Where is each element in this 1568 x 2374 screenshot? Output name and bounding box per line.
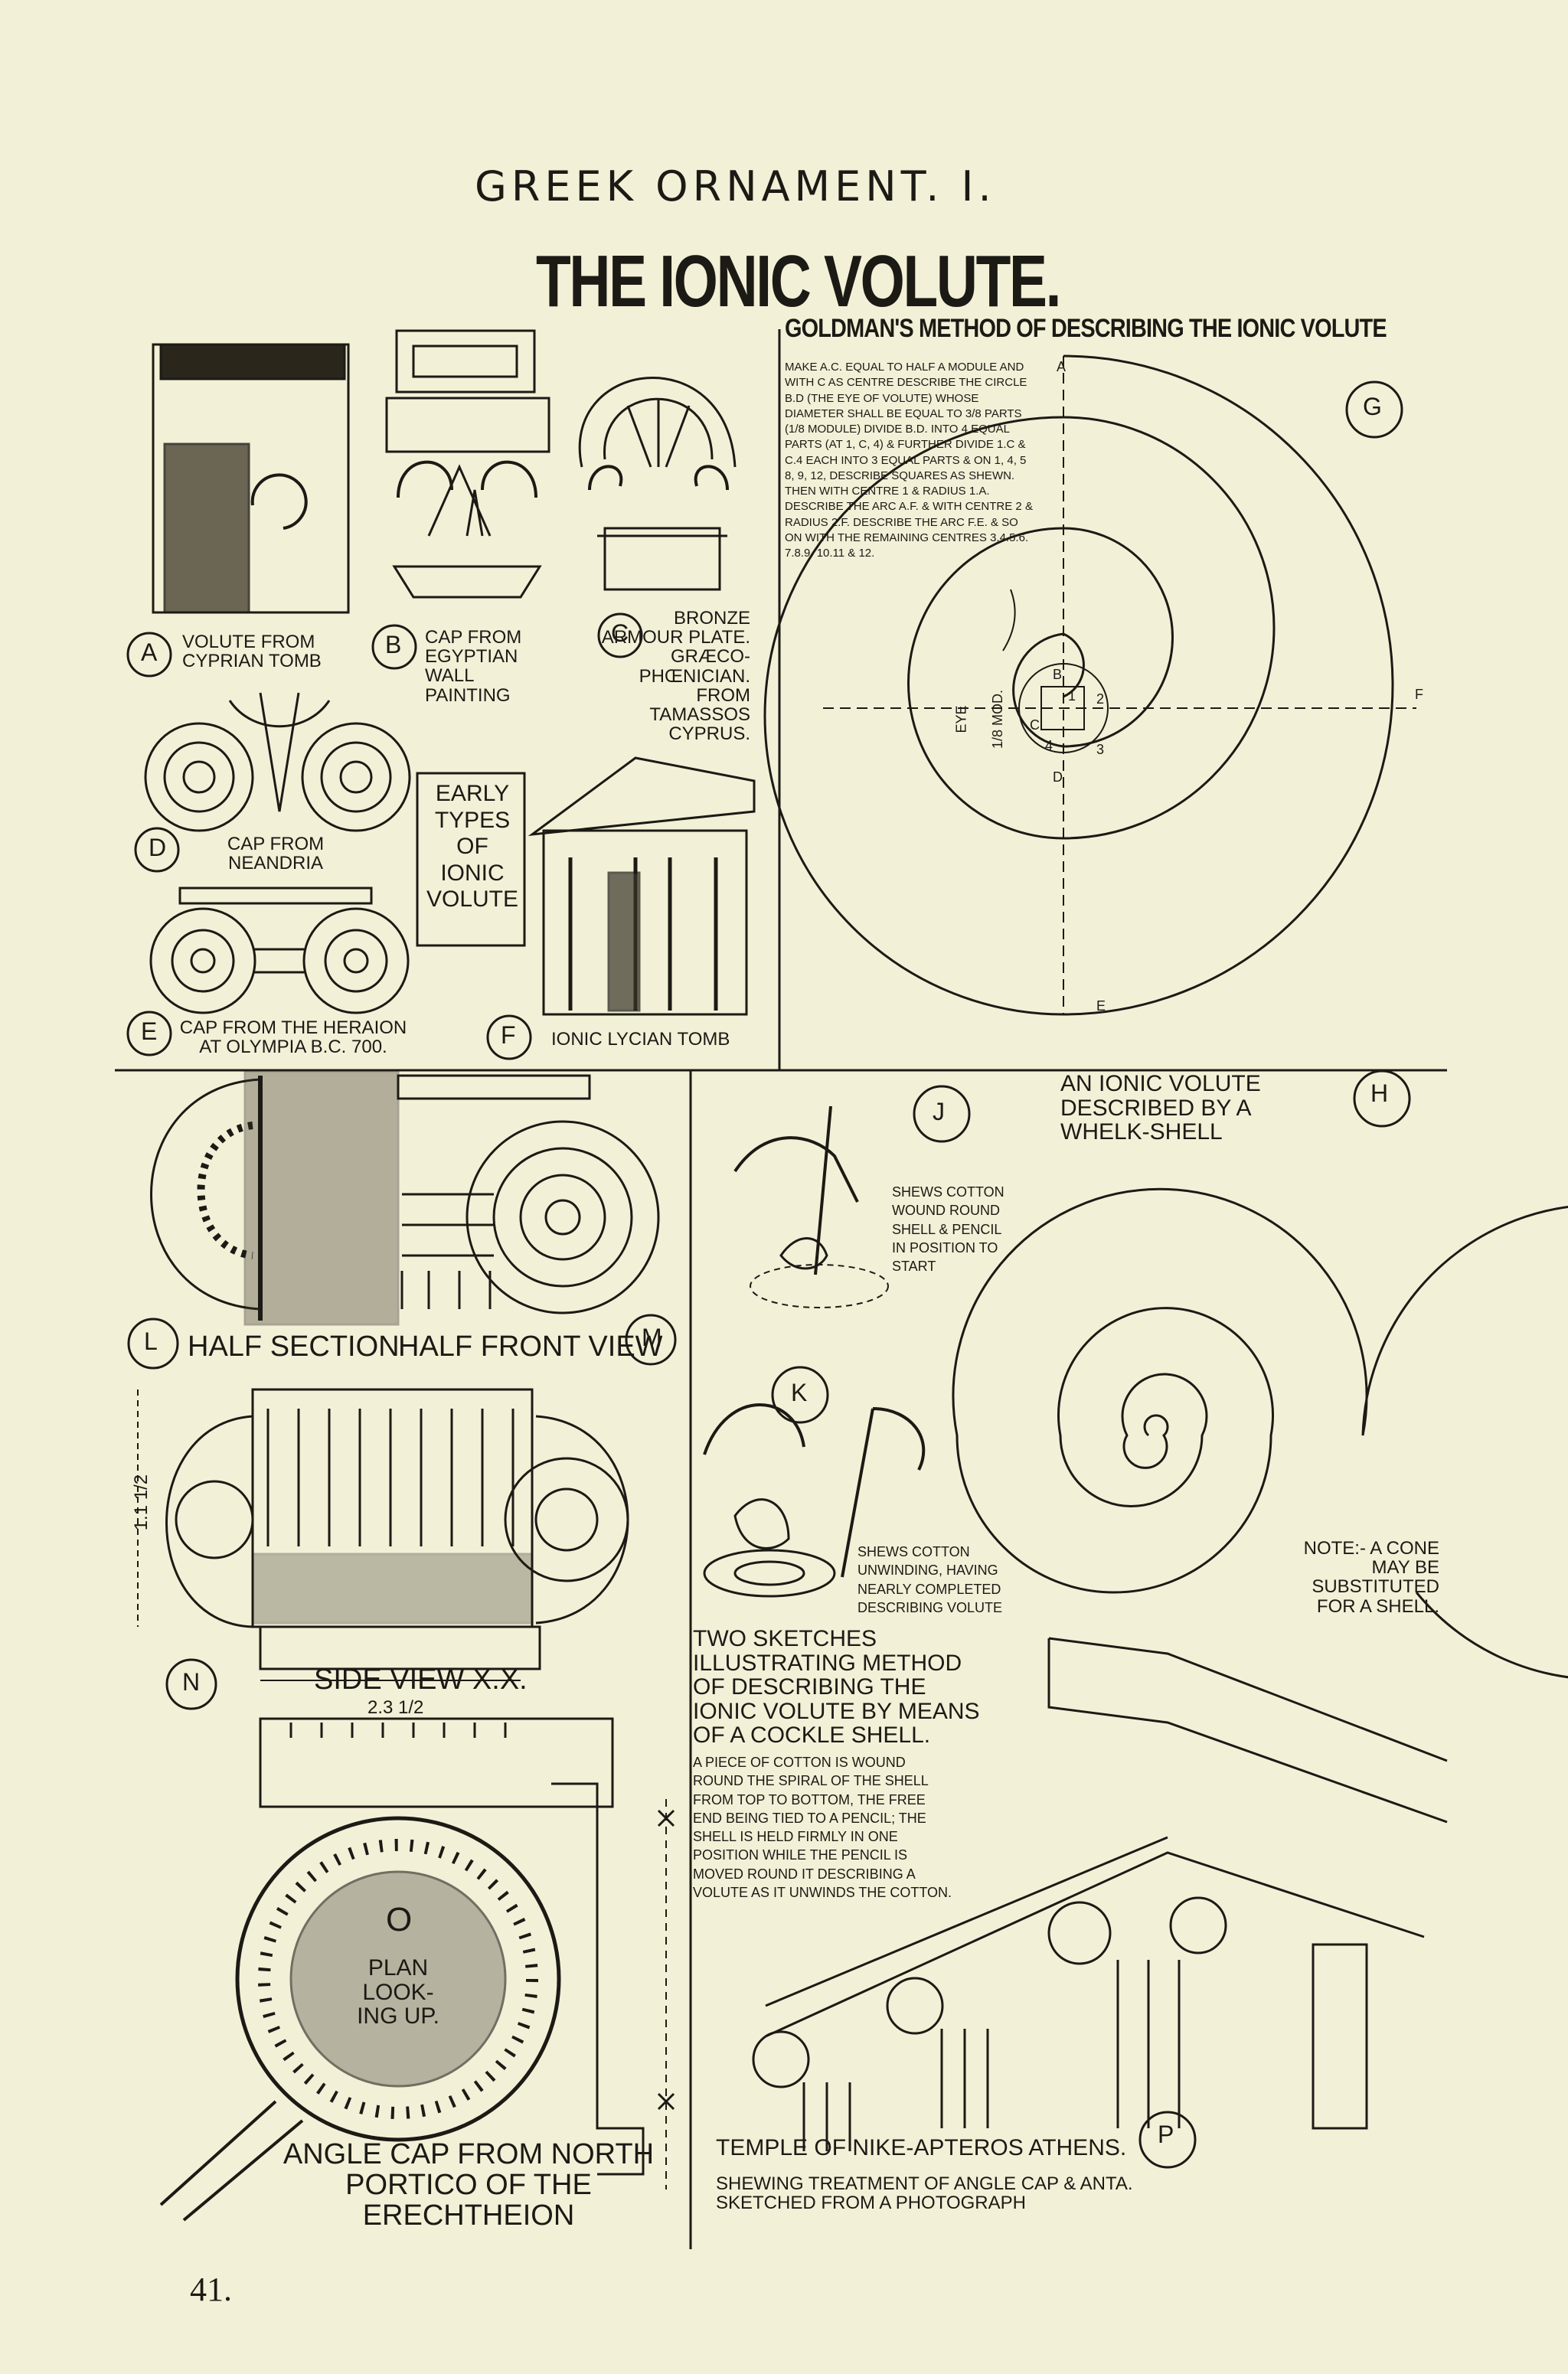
heraion-capital-sketch: [149, 887, 410, 1014]
point-f: F: [1415, 687, 1423, 702]
letter-ring-l: [127, 1318, 179, 1370]
caption-k: SHEWS COTTON UNWINDING, HAVING NEARLY CO…: [858, 1544, 1005, 1615]
plate-subtitle: THE IONIC VOLUTE.: [536, 240, 1061, 322]
letter-m: M: [642, 1324, 662, 1351]
caption-f: IONIC LYCIAN TOMB: [551, 1029, 730, 1050]
caption-l: HALF SECTION: [188, 1331, 400, 1363]
letter-d: D: [149, 834, 167, 861]
letter-ring-m: [625, 1314, 677, 1366]
letter-o: O: [386, 1901, 413, 1938]
goldman-heading: GOLDMAN'S METHOD OF DESCRIBING THE IONIC…: [785, 314, 1387, 343]
caption-p-sub: SHEWING TREATMENT OF ANGLE CAP & ANTA. S…: [716, 2173, 1133, 2214]
cyprian-tomb-sketch: [152, 343, 350, 614]
plan-label: PLAN LOOK-ING UP.: [357, 1955, 439, 2029]
bronze-palmette-sketch: [578, 377, 737, 591]
point-b: B: [1053, 667, 1063, 682]
point-e: E: [1096, 998, 1106, 1014]
eye-label: EYE: [953, 705, 969, 733]
letter-ring-b: [371, 624, 417, 670]
sketches-text: A PIECE OF COTTON IS WOUND ROUND THE SPI…: [693, 1755, 952, 1901]
letter-j: J: [933, 1098, 945, 1125]
sketches-heading: TWO SKETCHES ILLUSTRATING METHOD OF DESC…: [693, 1626, 980, 1748]
caption-c: BRONZE ARMOUR PLATE. GRÆCO-PHŒNICIAN. FR…: [601, 608, 750, 745]
letter-k: K: [791, 1379, 808, 1406]
letter-ring-g: [1345, 380, 1403, 439]
page-title: GREEK ORNAMENT. I.: [475, 162, 996, 211]
temple-nike-sketch: [752, 1637, 1448, 2151]
point-3: 3: [1096, 742, 1105, 757]
letter-ring-j: [913, 1085, 971, 1143]
letter-e: E: [141, 1017, 158, 1045]
point-c: C: [1030, 717, 1040, 733]
point-4: 4: [1045, 738, 1054, 753]
letter-ring-k: [771, 1366, 829, 1424]
point-a: A: [1057, 359, 1067, 374]
letter-ring-f: [486, 1014, 532, 1060]
letter-h: H: [1370, 1079, 1389, 1107]
caption-p: TEMPLE OF NIKE-APTEROS ATHENS.: [716, 2135, 1127, 2160]
lycian-tomb-sketch: [528, 756, 756, 1016]
neandria-capital-sketch: [144, 692, 411, 832]
caption-n: SIDE VIEW X.X.: [314, 1664, 528, 1696]
caption-a: VOLUTE FROM CYPRIAN TOMB: [182, 632, 322, 672]
eye-dimension: 1/8 MOD.: [990, 689, 1006, 749]
caption-d: CAP FROM NEANDRIA: [227, 834, 325, 874]
caption-m: HALF FRONT VIEW: [398, 1331, 663, 1363]
caption-o: ANGLE CAP FROM NORTH PORTICO OF THE EREC…: [283, 2138, 655, 2232]
letter-b: B: [385, 631, 402, 658]
caption-h: AN IONIC VOLUTE DESCRIBED BY A WHELK-SHE…: [1060, 1071, 1261, 1145]
side-view-xx: [137, 1388, 629, 1681]
letter-ring-c: [597, 612, 643, 658]
letter-ring-p: [1138, 2111, 1197, 2169]
egyptian-capital-sketch: [385, 329, 550, 599]
page-number: 41.: [190, 2271, 232, 2308]
letter-ring-n: [165, 1658, 217, 1710]
point-1: 1: [1068, 688, 1076, 704]
point-2: 2: [1096, 691, 1105, 707]
goldman-instructions: MAKE A.C. EQUAL TO HALF A MODULE AND WIT…: [785, 361, 1037, 560]
point-d: D: [1053, 769, 1063, 785]
letter-g: G: [1363, 393, 1382, 420]
whelk-shell-volute: [952, 1187, 1568, 1679]
caption-b: CAP FROM EGYPTIAN WALL PAINTING: [425, 627, 522, 706]
letter-a: A: [141, 638, 158, 666]
letter-c: C: [611, 619, 629, 647]
note-h: NOTE:- A CONE MAY BE SUBSTITUTED FOR A S…: [1303, 1538, 1439, 1617]
hand-sketch-j: [733, 1105, 889, 1308]
letter-n: N: [182, 1668, 201, 1696]
letter-l: L: [144, 1327, 158, 1355]
letter-ring-e: [126, 1011, 172, 1056]
letter-ring-d: [134, 827, 180, 873]
letter-ring-a: [126, 632, 172, 678]
letter-p: P: [1158, 2121, 1174, 2148]
early-types-box: [416, 772, 526, 947]
early-types-label: EARLY TYPES OF IONIC VOLUTE: [426, 781, 519, 912]
half-section-front-view: [150, 1070, 660, 1326]
letter-f: F: [501, 1021, 516, 1049]
caption-j: SHEWS COTTON WOUND ROUND SHELL & PENCIL …: [892, 1184, 1008, 1275]
dim-width-n: 2.3 1/2: [368, 1697, 424, 1718]
caption-e: CAP FROM THE HERAION AT OLYMPIA B.C. 700…: [179, 1017, 407, 1058]
goldman-volute-diagram: [763, 354, 1416, 1016]
dim-height-n: 1.1 1/2: [131, 1474, 152, 1531]
hand-sketch-k: [703, 1403, 926, 1598]
letter-ring-h: [1353, 1069, 1411, 1128]
angle-cap-plan: [159, 1717, 675, 2222]
